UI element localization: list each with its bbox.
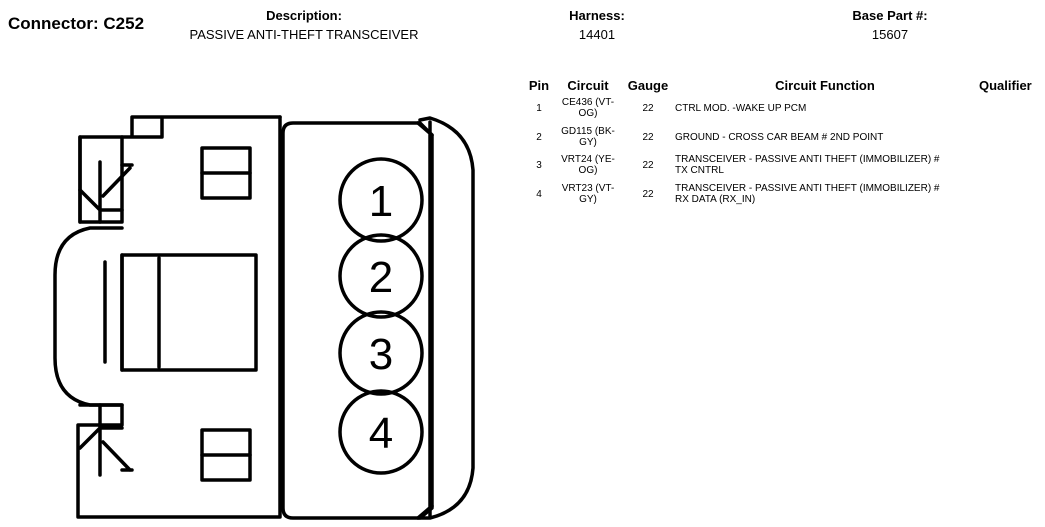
right-latch-inner: [416, 120, 434, 520]
circuit-header: Circuit: [567, 78, 609, 93]
pin-1-cavity: [338, 157, 424, 243]
connector-title: Connector: C252: [8, 14, 145, 33]
pin-number: 2: [536, 132, 542, 143]
pin-3-cavity: [338, 310, 424, 396]
base-part-label: Base Part #:: [852, 8, 928, 23]
pin-4-cavity: [338, 389, 424, 475]
pin-number: 1: [536, 103, 542, 114]
qualifier-header: Qualifier: [979, 78, 1032, 93]
center-lock-rect: [120, 253, 258, 372]
description-value: PASSIVE ANTI-THEFT TRANSCEIVER: [189, 27, 419, 42]
pin-1-label: 1: [369, 177, 393, 226]
circuit-function: TRANSCEIVER - PASSIVE ANTI THEFT (IMMOBI…: [675, 154, 940, 176]
base-part-value: 15607: [871, 27, 909, 42]
circuit-function: CTRL MOD. -WAKE UP PCM: [675, 103, 807, 114]
upper-latch-notch: [78, 160, 134, 224]
gauge-value: 22: [642, 160, 654, 171]
harness-value: 14401: [578, 27, 616, 42]
harness-label: Harness:: [569, 8, 625, 23]
gauge-value: 22: [642, 189, 654, 200]
description-label: Description:: [266, 8, 342, 23]
pin-3-label: 3: [369, 330, 393, 379]
pin-number: 4: [536, 189, 542, 200]
circuit-code: VRT23 (VT-GY): [561, 183, 615, 205]
left-lock-bump: [53, 226, 124, 407]
circuit-code: GD115 (BK-GY): [561, 126, 615, 148]
pin-cavities: [338, 157, 424, 475]
circuit-code: VRT24 (YE-OG): [561, 154, 615, 176]
pin-2-cavity: [338, 233, 424, 319]
lower-latch-notch: [78, 403, 134, 477]
right-latch-outline: [418, 116, 475, 520]
lock-tab-left-frame: [103, 253, 124, 372]
connector-housing-outline: [78, 115, 282, 224]
circuit-function: GROUND - CROSS CAR BEAM # 2ND POINT: [675, 132, 884, 143]
circuit-function: TRANSCEIVER - PASSIVE ANTI THEFT (IMMOBI…: [675, 183, 940, 205]
gauge-header: Gauge: [627, 78, 669, 93]
circuit-function-header: Circuit Function: [775, 78, 875, 93]
pin-4-label: 4: [369, 409, 393, 458]
gauge-value: 22: [642, 103, 654, 114]
pin-face-housing: [281, 121, 434, 520]
gauge-value: 22: [642, 132, 654, 143]
pin-2-label: 2: [369, 253, 393, 302]
circuit-code: CE436 (VT-OG): [561, 97, 615, 119]
pin-header: Pin: [528, 78, 550, 93]
pin-number: 3: [536, 160, 542, 171]
